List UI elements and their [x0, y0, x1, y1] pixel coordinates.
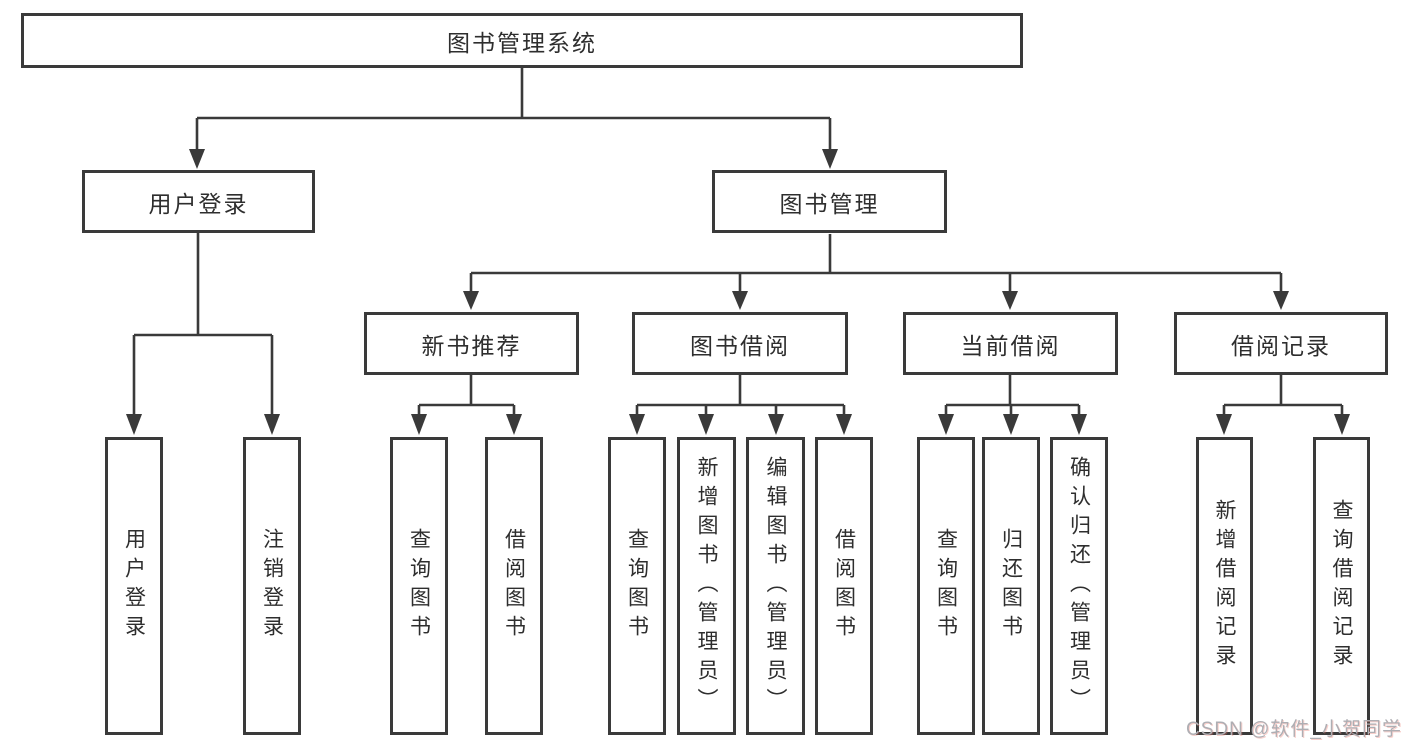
- arrowhead: [822, 149, 838, 169]
- arrowhead: [768, 414, 784, 435]
- node-borrow-record: 借阅记录: [1174, 312, 1388, 375]
- connector-borrow-record-to-leaves: [1216, 375, 1350, 435]
- connector-root-to-level2: [189, 68, 838, 169]
- node-new-book-recommend: 新书推荐: [364, 312, 579, 375]
- node-leaf-return-book: 归还图书: [982, 437, 1040, 735]
- node-leaf-query-book-recommend: 查询图书: [390, 437, 448, 735]
- arrowhead: [506, 414, 522, 435]
- node-book-management: 图书管理: [712, 170, 947, 233]
- connector-book-borrow-to-leaves: [629, 375, 852, 435]
- arrowhead: [698, 414, 714, 435]
- arrowhead: [1003, 414, 1019, 435]
- node-book-borrow: 图书借阅: [632, 312, 848, 375]
- arrowhead: [463, 291, 479, 310]
- connector-user-login-to-leaves: [126, 233, 280, 435]
- arrowhead: [732, 291, 748, 310]
- connector-book-management-to-level3: [463, 234, 1289, 310]
- node-leaf-confirm-return-admin: 确认归还（管理员）: [1050, 437, 1108, 735]
- arrowhead: [126, 414, 142, 435]
- arrowhead: [629, 414, 645, 435]
- watermark-text: CSDN @软件_小贺同学: [1186, 719, 1402, 740]
- node-leaf-add-book-admin: 新增图书（管理员）: [677, 437, 736, 735]
- connector-current-borrow-to-leaves: [938, 375, 1087, 435]
- arrowhead: [1002, 291, 1018, 310]
- arrowhead: [836, 414, 852, 435]
- node-user-login: 用户登录: [82, 170, 315, 233]
- arrowhead: [1273, 291, 1289, 310]
- node-leaf-edit-book-admin: 编辑图书（管理员）: [746, 437, 805, 735]
- node-leaf-user-login: 用户登录: [105, 437, 163, 735]
- connector-new-book-recommend-to-leaves: [411, 375, 522, 435]
- arrowhead: [411, 414, 427, 435]
- node-leaf-add-borrow-record: 新增借阅记录: [1196, 437, 1253, 735]
- arrowhead: [189, 149, 205, 169]
- node-root: 图书管理系统: [21, 13, 1023, 68]
- node-leaf-logout: 注销登录: [243, 437, 301, 735]
- node-leaf-query-book-borrow: 查询图书: [608, 437, 666, 735]
- node-leaf-borrow-book-borrow: 借阅图书: [815, 437, 873, 735]
- arrowhead: [938, 414, 954, 435]
- node-current-borrow: 当前借阅: [903, 312, 1118, 375]
- arrowhead: [264, 414, 280, 435]
- node-leaf-query-borrow-record: 查询借阅记录: [1313, 437, 1370, 735]
- node-leaf-query-book-current: 查询图书: [917, 437, 975, 735]
- node-leaf-borrow-book-recommend: 借阅图书: [485, 437, 543, 735]
- arrowhead: [1334, 414, 1350, 435]
- arrowhead: [1071, 414, 1087, 435]
- arrowhead: [1216, 414, 1232, 435]
